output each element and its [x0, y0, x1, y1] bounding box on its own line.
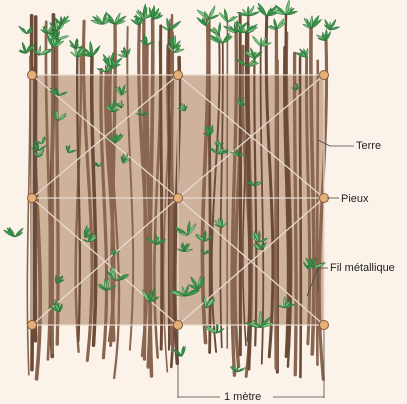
stem [57, 32, 59, 344]
leaf-cluster-icon [3, 227, 23, 237]
label-terre: Terre [356, 140, 381, 153]
post-icon [28, 71, 37, 80]
post-icon [174, 321, 183, 330]
stem [240, 15, 241, 355]
post-icon [28, 194, 37, 203]
leaf-cluster-icon [19, 26, 34, 34]
leaf-cluster-icon [69, 39, 81, 49]
stem [35, 17, 36, 341]
leaf-cluster-icon [316, 29, 330, 41]
stem [300, 57, 301, 377]
post-icon [320, 71, 329, 80]
leaf-cluster-icon [197, 6, 219, 20]
leaf-cluster-icon [237, 6, 260, 16]
leaf-cluster-icon [257, 3, 279, 16]
label-fil-metallique: Fil métallique [330, 262, 395, 275]
leaf-cluster-icon [295, 48, 308, 57]
label-un-metre: 1 mètre [222, 391, 263, 404]
leaf-cluster-icon [173, 346, 186, 356]
leaf-cluster-icon [267, 18, 287, 29]
leaf-cluster-icon [149, 5, 163, 19]
stem [295, 53, 297, 374]
post-icon [320, 321, 329, 330]
leaf-cluster-icon [219, 9, 237, 22]
label-pieux: Pieux [341, 193, 369, 206]
leaf-cluster-icon [252, 36, 271, 46]
leaf-cluster-icon [303, 15, 322, 28]
post-icon [174, 71, 183, 80]
stem [161, 26, 162, 349]
leaf-cluster-icon [209, 32, 232, 43]
post-icon [174, 194, 183, 203]
stem [276, 30, 277, 369]
post-icon [28, 321, 37, 330]
leaf-cluster-icon [324, 19, 340, 30]
